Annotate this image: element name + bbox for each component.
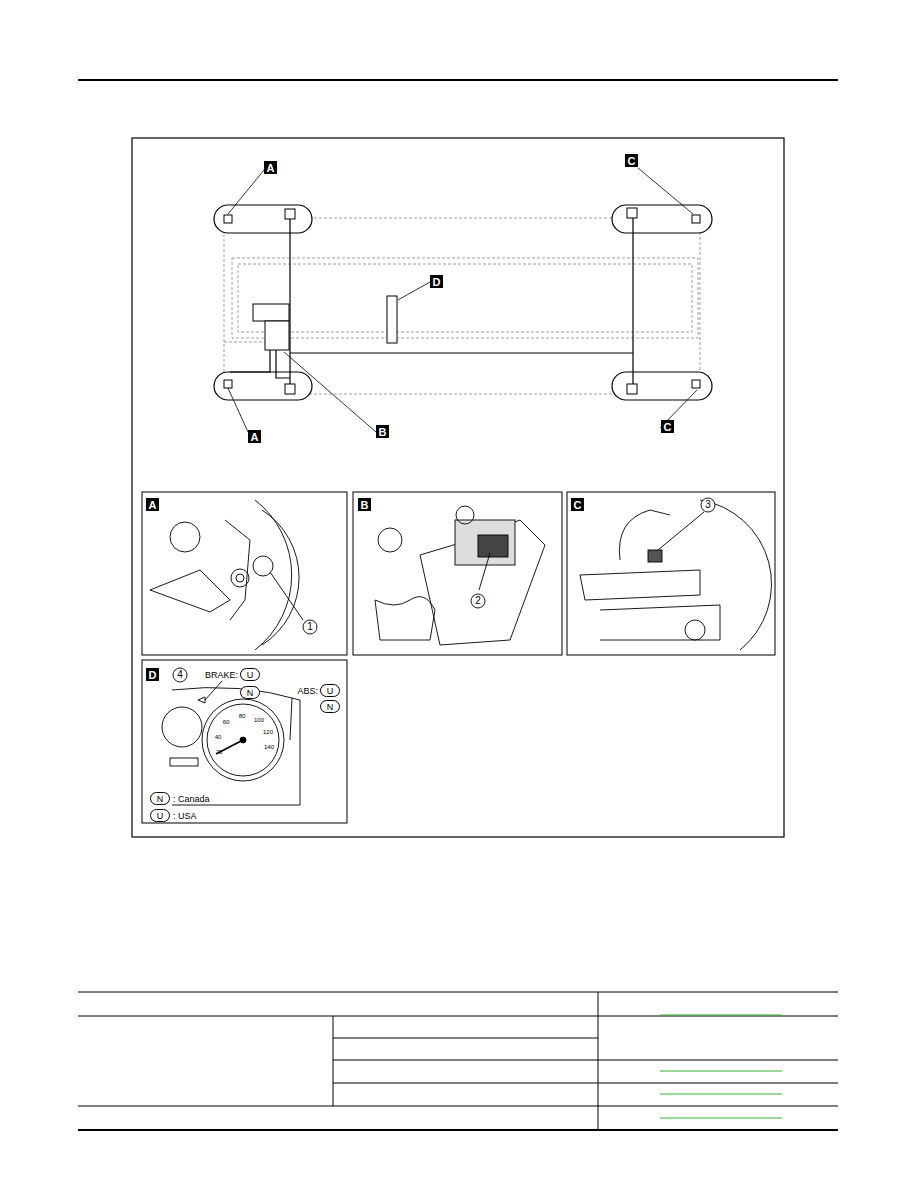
indicator-label: BRAKE: [205,671,238,680]
callout-number: 4 [177,670,183,680]
node-text: U [247,670,254,680]
node-text: U [327,686,334,696]
node-text: C [628,155,636,167]
gauge-number: 100 [254,717,264,723]
gauge-number: 20 [216,749,223,755]
callout-number: 2 [475,596,481,606]
node-text: A [267,162,275,174]
region-code-oval: N [320,700,340,713]
callout-number: 3 [705,500,711,510]
node-text: U [157,811,164,821]
gauge-number: 140 [264,744,274,750]
region-code-oval: U [240,668,260,681]
node-text: D [149,669,157,681]
region-code-oval: U [150,809,170,822]
reference-letter-box: D [430,275,443,288]
node-text: A [149,499,157,511]
gauge-number: 120 [263,729,273,735]
region-code-oval: U [320,684,340,697]
reference-letter-box: D [146,668,159,681]
legend-text: : Canada [173,795,210,804]
node-text: A [251,431,259,443]
node-text: B [361,499,369,511]
node-text: C [574,499,582,511]
reference-letter-box: A [146,498,159,511]
gauge-number: 60 [223,719,230,725]
reference-letter-box: A [264,161,277,174]
legend-text: : USA [173,812,197,821]
region-code-oval: N [240,686,260,699]
reference-letter-box: C [661,420,674,433]
indicator-label: ABS: [297,687,318,696]
reference-letter-box: B [358,498,371,511]
node-text: D [433,276,441,288]
reference-letter-box: A [248,430,261,443]
node-text: B [379,426,387,438]
reference-letter-box: C [625,154,638,167]
gauge-number: 40 [215,734,222,740]
reference-letter-box: C [571,498,584,511]
callout-number: 1 [307,622,313,632]
reference-letter-box: B [376,425,389,438]
gauge-number: 80 [239,713,246,719]
node-text: C [664,421,672,433]
region-code-oval: N [150,792,170,805]
node-text: N [247,688,254,698]
node-text: N [327,702,334,712]
node-text: N [157,794,164,804]
